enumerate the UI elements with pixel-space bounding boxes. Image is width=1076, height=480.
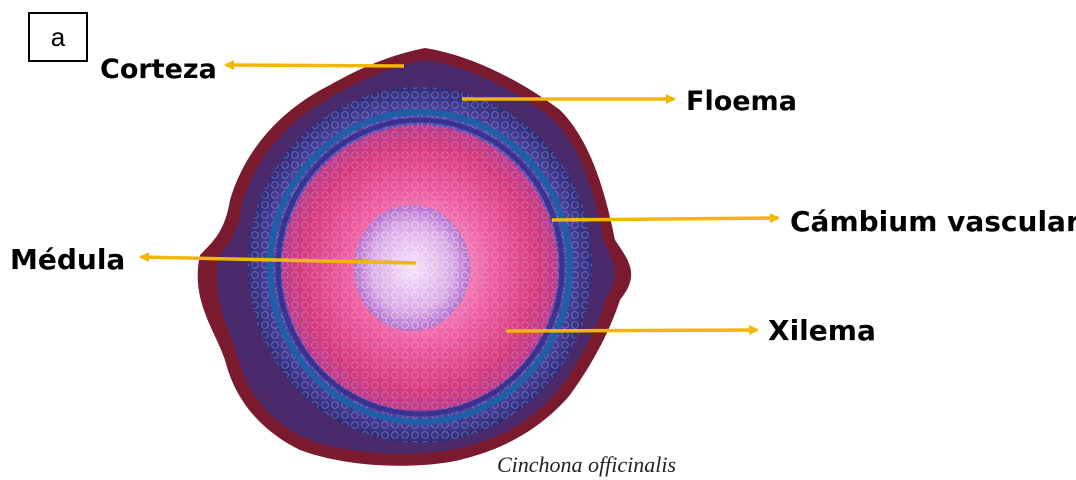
label-corteza: Corteza (100, 56, 217, 83)
label-cambium-vascular: Cámbium vascular (790, 208, 1076, 236)
arrow-corteza (226, 65, 404, 66)
label-floema: Floema (686, 88, 797, 115)
arrow-xilema (506, 330, 757, 331)
label-medula: Médula (10, 246, 125, 274)
panel-letter-box: a (28, 12, 88, 62)
label-xilema: Xilema (768, 317, 876, 345)
arrow-cambium (552, 218, 778, 220)
species-caption: Cinchona officinalis (497, 452, 676, 478)
panel-letter: a (51, 22, 65, 53)
